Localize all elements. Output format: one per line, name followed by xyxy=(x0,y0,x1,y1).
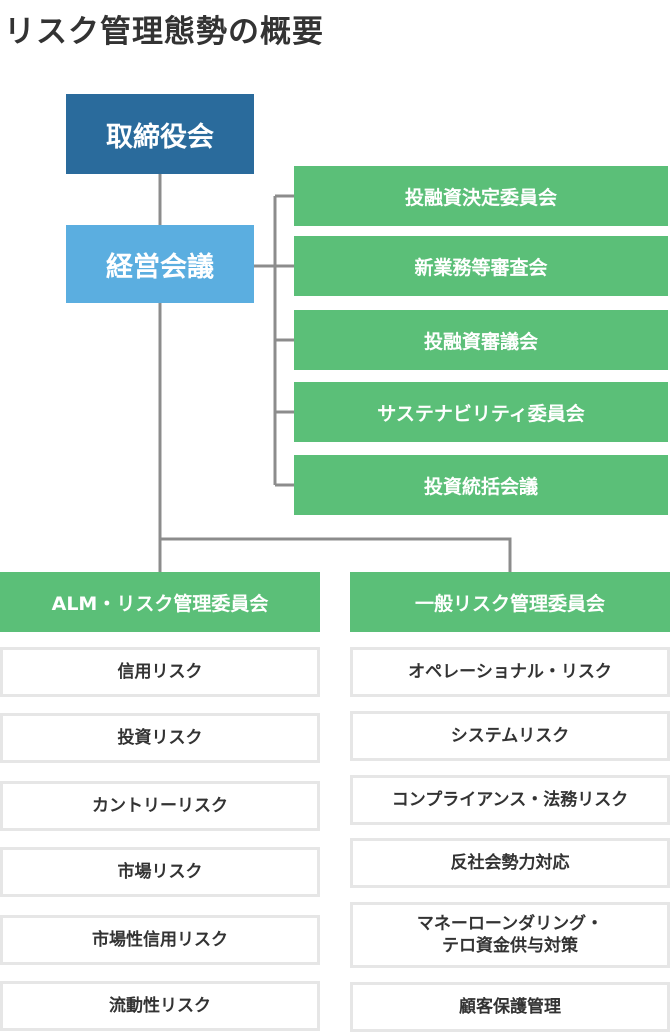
risk-item-market: 市場リスク xyxy=(0,847,320,897)
committee-investment-deliberation: 投融資審議会 xyxy=(294,310,668,370)
risk-item-system: システムリスク xyxy=(350,711,670,761)
risk-item-country: カントリーリスク xyxy=(0,781,320,831)
general-risk-committee-header: 一般リスク管理委員会 xyxy=(350,572,670,632)
committee-investment-oversight: 投資統括会議 xyxy=(294,455,668,515)
risk-item-liquidity: 流動性リスク xyxy=(0,981,320,1031)
page-title: リスク管理態勢の概要 xyxy=(4,14,324,50)
risk-item-customer-protection: 顧客保護管理 xyxy=(350,982,670,1032)
risk-item-aml-cft: マネーローンダリング・ テロ資金供与対策 xyxy=(350,902,670,968)
committee-new-business-review: 新業務等審査会 xyxy=(294,236,668,296)
board-of-directors-box: 取締役会 xyxy=(66,94,254,174)
risk-item-market-credit: 市場性信用リスク xyxy=(0,915,320,965)
executive-committee-box: 経営会議 xyxy=(66,225,254,303)
risk-item-compliance-legal: コンプライアンス・法務リスク xyxy=(350,775,670,825)
alm-risk-committee-header: ALM・リスク管理委員会 xyxy=(0,572,320,632)
risk-item-investment: 投資リスク xyxy=(0,713,320,763)
risk-item-antisocial-forces: 反社会勢力対応 xyxy=(350,838,670,888)
committee-investment-decision: 投融資決定委員会 xyxy=(294,166,668,226)
risk-item-credit: 信用リスク xyxy=(0,647,320,697)
risk-item-operational: オペレーショナル・リスク xyxy=(350,647,670,697)
committee-sustainability: サステナビリティ委員会 xyxy=(294,382,668,442)
